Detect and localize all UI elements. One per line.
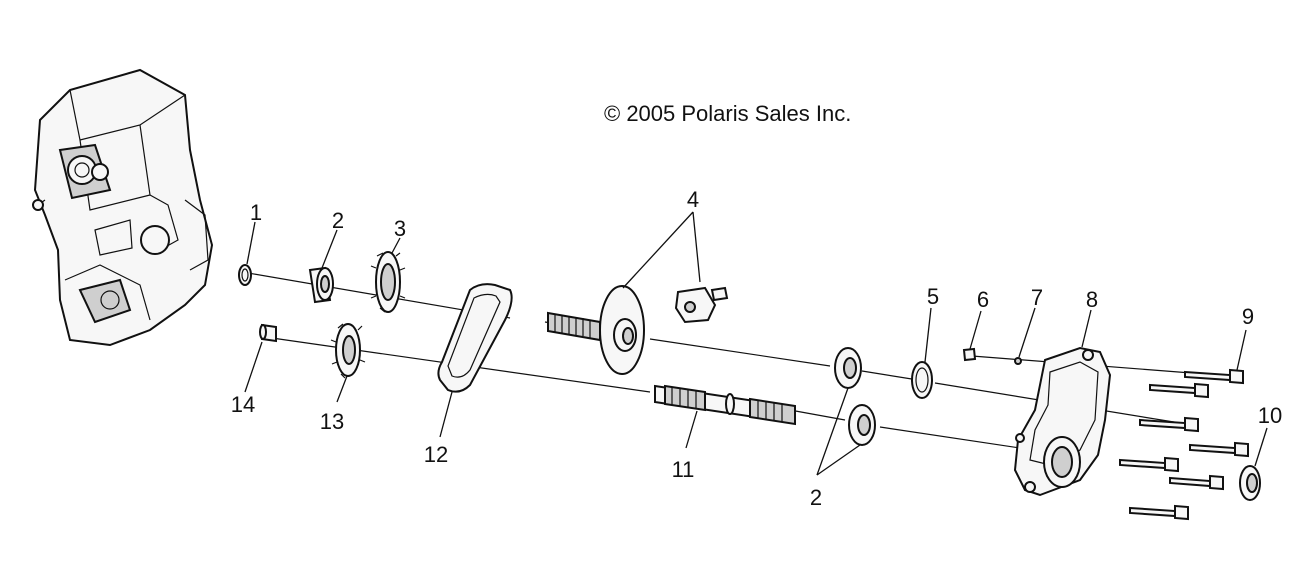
callout-1: 1 [250, 200, 262, 225]
part-4-shaft-disc-assembly [547, 285, 729, 375]
part-14-bushing [259, 323, 277, 343]
callout-7: 7 [1031, 285, 1043, 310]
callout-11: 11 [672, 457, 695, 482]
callout-13: 13 [320, 409, 344, 434]
callout-5: 5 [927, 284, 939, 309]
callout-6: 6 [977, 287, 989, 312]
gearcase-housing-illustration [32, 68, 214, 347]
leader-lines [244, 211, 1268, 476]
part-1-oring [238, 264, 252, 286]
part-2-bearing-upper [834, 347, 862, 389]
callout-3: 3 [394, 216, 406, 241]
part-8-gearcase-cover [1013, 346, 1112, 497]
part-2-bearing-lower [848, 404, 876, 446]
callout-4: 4 [687, 187, 699, 212]
part-10-seal [1239, 465, 1261, 501]
part-13-gear [330, 323, 366, 379]
part-9-bolts [1119, 368, 1249, 521]
part-12-drive-chain [437, 283, 513, 393]
part-6-plug [962, 347, 977, 362]
callout-14: 14 [231, 392, 255, 417]
part-3-gear [370, 251, 406, 313]
callout-2-left: 2 [332, 208, 344, 233]
part-5-oring [911, 361, 933, 399]
part-7-washer [1014, 357, 1022, 365]
callout-10: 10 [1258, 403, 1282, 428]
callout-8: 8 [1086, 287, 1098, 312]
callout-9: 9 [1242, 304, 1254, 329]
part-11-shaft [654, 384, 796, 426]
copyright-notice: © 2005 Polaris Sales Inc. [604, 101, 851, 126]
callout-12: 12 [424, 442, 448, 467]
callout-2-right: 2 [810, 485, 822, 510]
part-2-bearing-left [308, 266, 334, 304]
